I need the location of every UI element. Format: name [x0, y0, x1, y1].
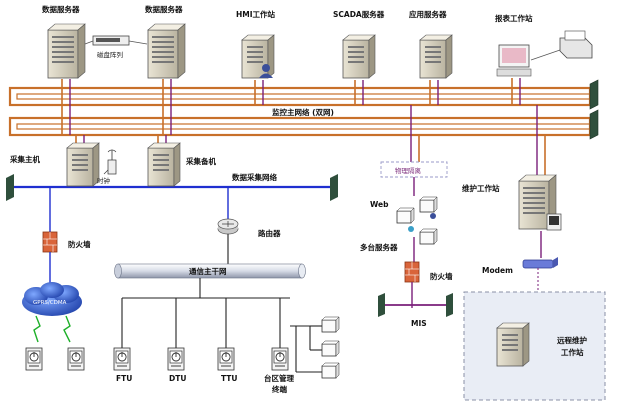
- router-label: 路由器: [258, 228, 281, 238]
- report-workstation-label: 报表工作站: [495, 13, 533, 23]
- data-server-1: [47, 23, 86, 79]
- remote-device-2: [67, 347, 85, 371]
- backbone-pipe: [114, 263, 306, 279]
- hmi-station-label: HMI工作站: [236, 9, 276, 19]
- zone-terminal-3: [321, 362, 340, 379]
- zone-mgmt-device: [271, 347, 289, 371]
- ftu-device: [113, 347, 131, 371]
- multi-server-cluster: [396, 196, 438, 245]
- clock-label: 时钟: [97, 176, 111, 185]
- ttu-device: [217, 347, 235, 371]
- firewall-left-icon: [42, 231, 58, 253]
- remote-station-box: [463, 291, 606, 401]
- main-network-label: 监控主网络 (双网): [272, 107, 334, 117]
- multi-server-label: 多台服务器: [360, 242, 398, 252]
- dtu-device: [167, 347, 185, 371]
- data-server-2: [147, 23, 186, 79]
- collect-network-bus: [6, 174, 338, 232]
- collect-backup-host: [147, 142, 181, 187]
- data-server-2-label: 数据服务器: [145, 4, 183, 14]
- mis-label: MIS: [411, 319, 427, 328]
- remote-station-label-1: 远程维护: [557, 335, 587, 345]
- router-icon: [217, 218, 239, 235]
- web-label: Web: [370, 200, 389, 209]
- scada-server: [342, 34, 376, 79]
- dtu-label: DTU: [169, 374, 186, 383]
- modem-icon: [522, 257, 558, 269]
- disk-array-icon: [84, 35, 148, 46]
- backbone-label: 通信主干网: [189, 266, 227, 276]
- wireless-link-icon: [33, 315, 71, 343]
- collect-network-label: 数据采集网络: [232, 172, 277, 182]
- app-server-label: 应用服务器: [409, 9, 447, 19]
- zone-mgmt-label-1: 台区管理: [264, 373, 294, 383]
- firewall-right-label: 防火墙: [430, 271, 453, 281]
- remote-station-label-2: 工作站: [561, 347, 584, 357]
- bus-terminator-icon: [378, 293, 385, 317]
- clock-icon: [103, 149, 117, 175]
- collect-main-host: [66, 142, 100, 187]
- hmi-station: [241, 34, 275, 79]
- bus-terminator-icon: [446, 293, 453, 317]
- app-server: [419, 34, 453, 79]
- bus-terminator-icon: [6, 174, 14, 201]
- backbone-tree: [121, 278, 322, 373]
- firewall-right-icon: [404, 261, 420, 283]
- remote-maintenance-workstation: [496, 322, 530, 367]
- physical-isolation-box: [380, 161, 448, 178]
- gprs-cdma-cloud-icon: [22, 282, 82, 316]
- remote-device-1: [25, 347, 43, 371]
- disk-array-label: 磁盘阵列: [97, 50, 123, 59]
- bus-terminator-icon: [589, 109, 599, 140]
- modem-label: Modem: [482, 266, 513, 275]
- collect-main-label: 采集主机: [9, 154, 40, 164]
- ftu-label: FTU: [116, 374, 132, 383]
- report-workstation: [496, 30, 593, 77]
- maintenance-station-label: 维护工作站: [462, 183, 500, 193]
- maintenance-workstation: [518, 174, 562, 231]
- zone-terminal-1: [321, 316, 340, 333]
- zone-terminal-2: [321, 340, 340, 357]
- collect-backup-label: 采集备机: [185, 156, 216, 166]
- bus-terminator-icon: [330, 174, 338, 201]
- scada-server-label: SCADA服务器: [333, 9, 385, 19]
- mis-bus: [378, 293, 453, 317]
- bus-terminator-icon: [589, 79, 599, 110]
- gprs-cdma-label: GPRS/CDMA: [33, 300, 67, 306]
- main-network-bus: [8, 79, 599, 140]
- physical-isolation-label: 物理隔离: [395, 166, 422, 175]
- ttu-label: TTU: [221, 374, 238, 383]
- zone-mgmt-label-2: 终端: [271, 384, 287, 394]
- data-server-1-label: 数据服务器: [42, 4, 80, 14]
- firewall-left-label: 防火墙: [68, 239, 91, 249]
